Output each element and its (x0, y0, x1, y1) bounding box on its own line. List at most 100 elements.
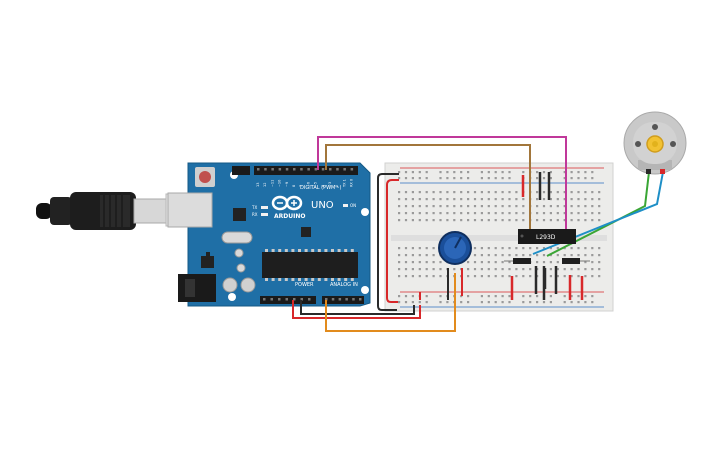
breadboard-hole[interactable] (501, 191, 504, 194)
breadboard-hole[interactable] (404, 191, 408, 194)
breadboard-hole[interactable] (529, 275, 532, 278)
breadboard-hole[interactable] (398, 261, 401, 264)
breadboard-hole[interactable] (577, 268, 580, 271)
breadboard-hole[interactable] (398, 268, 401, 271)
breadboard-hole[interactable] (584, 295, 587, 298)
breadboard-hole[interactable] (542, 198, 546, 201)
breadboard-hole[interactable] (501, 268, 504, 271)
breadboard-hole[interactable] (467, 205, 470, 208)
breadboard-hole[interactable] (439, 275, 442, 278)
breadboard-hole[interactable] (425, 295, 428, 298)
breadboard-hole[interactable] (467, 177, 470, 180)
breadboard-hole[interactable] (570, 247, 573, 250)
header-pin[interactable] (352, 298, 355, 301)
breadboard-hole[interactable] (522, 301, 525, 304)
breadboard-hole[interactable] (425, 301, 428, 304)
breadboard-hole[interactable] (556, 191, 559, 194)
breadboard-hole[interactable] (480, 205, 483, 208)
breadboard-hole[interactable] (418, 261, 421, 264)
breadboard-hole[interactable] (584, 268, 587, 271)
breadboard-hole[interactable] (549, 301, 552, 304)
breadboard-hole[interactable] (411, 171, 414, 174)
wire-brown[interactable] (325, 144, 531, 229)
breadboard-hole[interactable] (425, 247, 428, 250)
motor-icon[interactable] (623, 111, 687, 175)
breadboard-hole[interactable] (446, 177, 449, 180)
breadboard-hole[interactable] (418, 212, 421, 215)
header-pin[interactable] (321, 168, 325, 171)
header-pin[interactable] (338, 298, 342, 301)
breadboard-hole[interactable] (398, 171, 401, 174)
breadboard-hole[interactable] (432, 191, 435, 194)
breadboard-hole[interactable] (570, 275, 573, 278)
breadboard-hole[interactable] (563, 198, 566, 201)
breadboard-hole[interactable] (563, 254, 566, 257)
breadboard-hole[interactable] (549, 219, 552, 222)
breadboard-hole[interactable] (536, 247, 539, 250)
breadboard-hole[interactable] (480, 268, 483, 271)
breadboard-hole[interactable] (460, 295, 463, 298)
breadboard-hole[interactable] (556, 275, 559, 278)
breadboard-hole[interactable] (494, 275, 497, 278)
breadboard-hole[interactable] (563, 205, 566, 208)
breadboard-hole[interactable] (536, 205, 539, 208)
breadboard-hole[interactable] (591, 295, 594, 298)
breadboard-hole[interactable] (598, 268, 601, 271)
breadboard-hole[interactable] (556, 219, 559, 222)
breadboard-hole[interactable] (577, 171, 580, 174)
breadboard-hole[interactable] (473, 205, 477, 208)
breadboard-hole[interactable] (591, 261, 594, 264)
breadboard-hole[interactable] (508, 247, 511, 250)
breadboard-hole[interactable] (577, 275, 580, 278)
breadboard-hole[interactable] (418, 301, 421, 304)
diode[interactable] (562, 258, 580, 264)
breadboard-hole[interactable] (501, 254, 504, 257)
breadboard-hole[interactable] (522, 219, 525, 222)
breadboard-hole[interactable] (439, 205, 442, 208)
breadboard-hole[interactable] (425, 254, 428, 257)
breadboard-hole[interactable] (494, 205, 497, 208)
breadboard-hole[interactable] (467, 275, 470, 278)
breadboard-hole[interactable] (425, 275, 428, 278)
header-pin[interactable] (257, 168, 260, 171)
breadboard-hole[interactable] (577, 191, 580, 194)
breadboard-hole[interactable] (404, 247, 408, 250)
breadboard-hole[interactable] (591, 247, 594, 250)
breadboard-hole[interactable] (480, 295, 483, 298)
breadboard-hole[interactable] (549, 198, 552, 201)
breadboard-hole[interactable] (404, 205, 408, 208)
breadboard-hole[interactable] (404, 219, 408, 222)
potentiometer-knob-icon[interactable] (438, 231, 472, 265)
breadboard-hole[interactable] (480, 171, 483, 174)
breadboard-hole[interactable] (467, 301, 470, 304)
breadboard-hole[interactable] (460, 301, 463, 304)
breadboard-hole[interactable] (570, 268, 573, 271)
breadboard-hole[interactable] (467, 198, 470, 201)
breadboard-hole[interactable] (398, 295, 401, 298)
breadboard-hole[interactable] (404, 212, 408, 215)
breadboard-hole[interactable] (487, 212, 490, 215)
header-pin[interactable] (331, 298, 335, 301)
breadboard-hole[interactable] (549, 261, 552, 264)
breadboard-hole[interactable] (494, 254, 497, 257)
breadboard-hole[interactable] (549, 177, 552, 180)
breadboard-hole[interactable] (508, 191, 511, 194)
breadboard-hole[interactable] (522, 171, 525, 174)
breadboard-hole[interactable] (480, 191, 483, 194)
breadboard-hole[interactable] (473, 261, 477, 264)
breadboard-hole[interactable] (542, 254, 546, 257)
breadboard-hole[interactable] (577, 247, 580, 250)
breadboard-hole[interactable] (398, 219, 401, 222)
breadboard-hole[interactable] (549, 275, 552, 278)
breadboard-hole[interactable] (598, 198, 601, 201)
header-pin[interactable] (264, 168, 267, 171)
breadboard-hole[interactable] (536, 177, 539, 180)
breadboard-hole[interactable] (467, 295, 470, 298)
breadboard-hole[interactable] (398, 301, 401, 304)
breadboard-hole[interactable] (508, 212, 511, 215)
breadboard-hole[interactable] (556, 261, 559, 264)
breadboard-hole[interactable] (404, 198, 408, 201)
breadboard-hole[interactable] (487, 295, 490, 298)
breadboard-hole[interactable] (522, 275, 525, 278)
breadboard-hole[interactable] (487, 261, 490, 264)
